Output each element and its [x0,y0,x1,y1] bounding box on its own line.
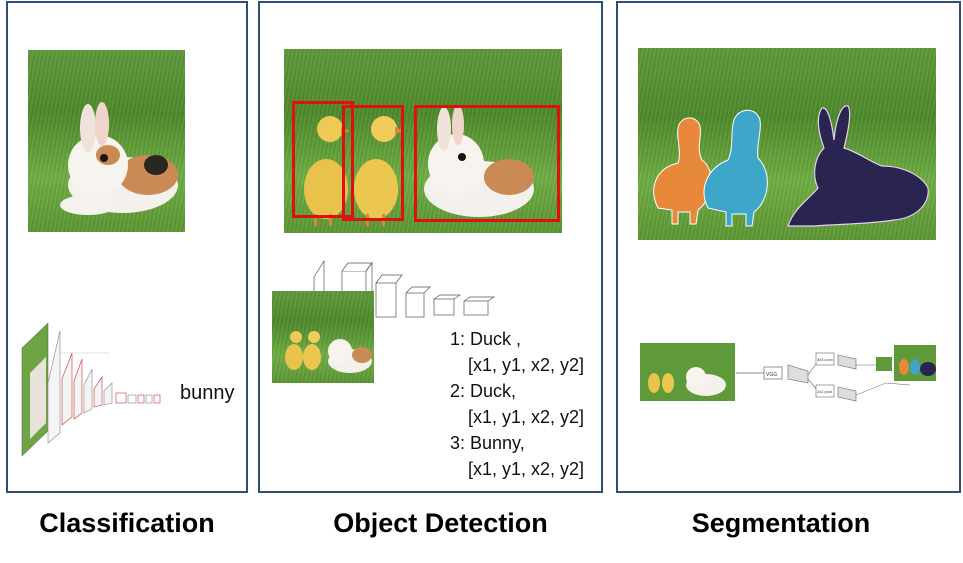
detection-caption: Object Detection [333,508,548,538]
detection-result-2-coords: [x1, y1, x2, y2] [468,407,585,427]
duck-1-bounding-box [292,101,354,218]
classification-panel: bunny [6,1,248,493]
detection-result-3-coords: [x1, y1, x2, y2] [468,459,585,479]
detection-result-1-label: 1: Duck , [450,329,522,349]
bunny-mask [787,105,929,227]
duck-1-mask [653,117,712,225]
detection-panel: 1: Duck , [x1, y1, x2, y2] 2: Duck, [x1,… [258,1,603,493]
segmentation-network-diagram: VGG 3x3 conv 2x2 pool [640,339,940,409]
bunny-photo [28,50,185,232]
bunny-figure [60,102,178,215]
classification-caption: Classification [39,508,215,538]
duck-2-bounding-box [342,105,404,221]
segmentation-panel: VGG 3x3 conv 2x2 pool [616,1,961,493]
bunny-bounding-box [414,105,560,222]
detection-result-2-label: 2: Duck, [450,381,517,401]
classification-network-diagram [20,313,180,463]
conv-label: 3x3 conv [817,357,833,362]
duck-2-mask [703,109,768,227]
segmentation-caption: Segmentation [691,508,871,538]
detection-input-thumbnail [272,291,374,383]
bunny-figure-detection [424,105,534,217]
classification-output-label: bunny [180,382,235,404]
vgg-label: VGG [766,372,777,378]
pool-label: 2x2 pool [817,389,832,394]
ducks-bunny-photo [284,49,562,233]
segmentation-photo [638,48,936,240]
detection-result-1-coords: [x1, y1, x2, y2] [468,355,585,375]
detection-result-3-label: 3: Bunny, [450,433,525,453]
